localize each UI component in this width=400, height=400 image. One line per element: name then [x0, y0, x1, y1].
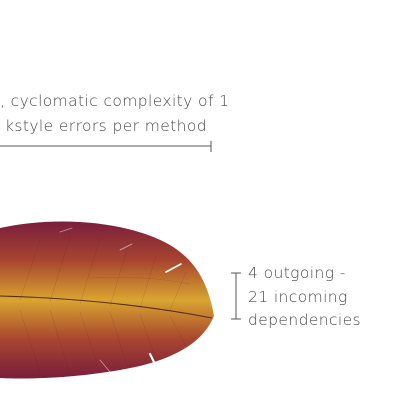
dependency-bracket	[231, 272, 241, 320]
incoming-dependencies-label: 21 incoming	[248, 288, 348, 306]
outgoing-dependencies-label: 4 outgoing -	[248, 264, 346, 282]
dependencies-label: dependencies	[248, 311, 362, 329]
complexity-label-prefix: ,	[0, 92, 6, 110]
feather-shaft	[0, 295, 213, 319]
complexity-label: , cyclomatic complexity of 1	[0, 92, 229, 110]
width-rule	[0, 141, 212, 152]
complexity-label-text: cyclomatic complexity of 1	[10, 92, 230, 110]
checkstyle-label: kstyle errors per method	[5, 117, 208, 135]
feather-upper-vane-line	[89, 276, 191, 285]
feather-shape	[0, 221, 214, 379]
feather-splits	[59, 227, 182, 373]
feather-barbs	[19, 235, 187, 375]
